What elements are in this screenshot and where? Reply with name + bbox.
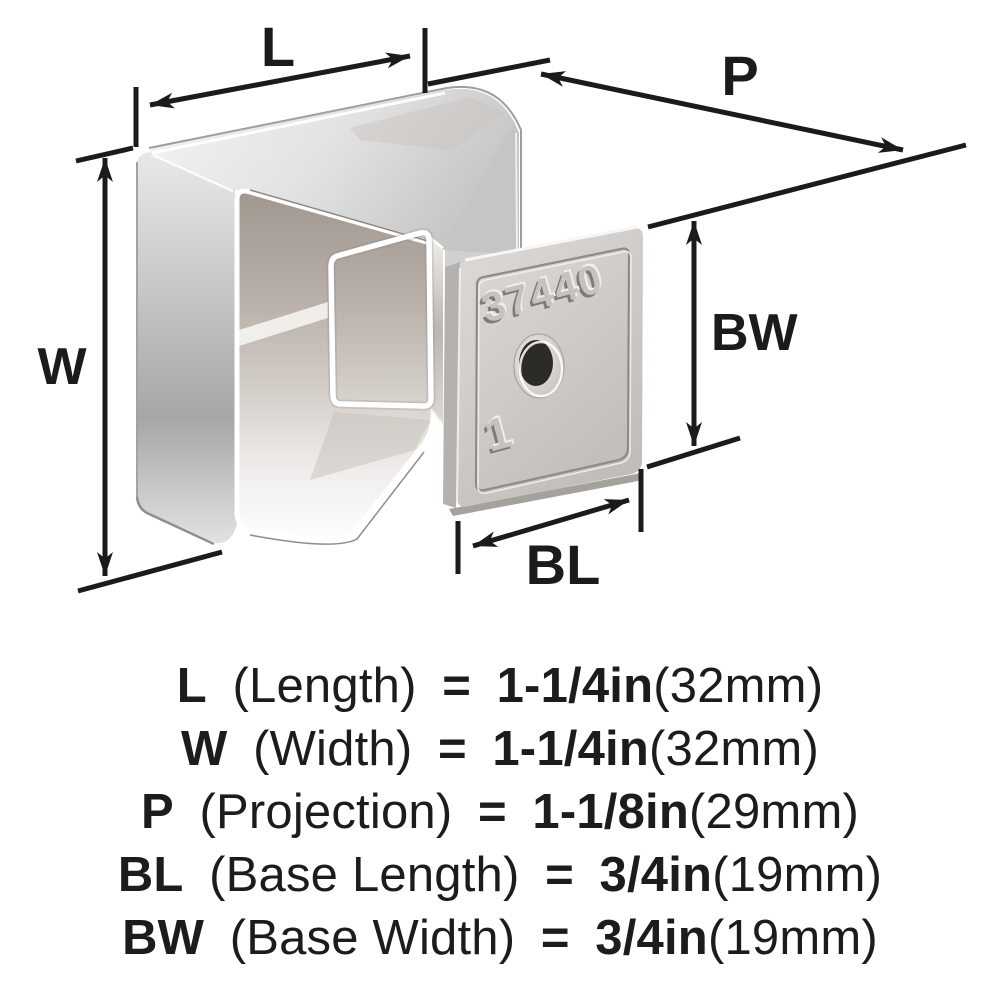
knob-top-reflection xyxy=(350,97,505,150)
spec-code: L xyxy=(176,659,207,713)
spec-equals: = xyxy=(477,785,507,839)
dimension-L xyxy=(133,28,428,147)
spec-line-width: W (Width) = 1-1/4in(32mm) xyxy=(0,718,1000,781)
stem xyxy=(326,228,444,425)
spec-name: (Base Width) xyxy=(229,911,516,965)
spec-line-projection: P (Projection) = 1-1/8in(29mm) xyxy=(0,781,1000,844)
spec-code: W xyxy=(181,722,228,776)
dimension-labels: L P W BW BL xyxy=(37,15,798,596)
spec-equals: = xyxy=(442,659,472,713)
spec-metric: (19mm) xyxy=(712,848,883,902)
spec-metric: (32mm) xyxy=(653,659,824,713)
base-plate: 37440 37440 37440 1 1 1 xyxy=(443,225,643,516)
knob-right-edge-highlight xyxy=(515,132,518,251)
spec-name: (Length) xyxy=(232,659,417,713)
dimension-BL xyxy=(455,469,644,574)
spec-code: BW xyxy=(122,911,205,965)
knob-outer-edge-dark xyxy=(148,86,522,252)
dimension-label-L: L xyxy=(261,15,295,78)
spec-imperial: 1-1/8in xyxy=(532,785,690,839)
knob-left-face xyxy=(137,152,237,544)
spec-name: (Base Length) xyxy=(209,848,520,902)
spec-name: (Projection) xyxy=(199,785,453,839)
interior-stem-shadow xyxy=(310,412,430,480)
spec-metric: (29mm) xyxy=(689,785,859,839)
opening-rim-seam-top xyxy=(249,189,429,242)
stem-bottom-edge-highlight xyxy=(430,408,444,425)
screw-hole xyxy=(513,333,565,399)
spec-line-length: L (Length) = 1-1/4in(32mm) xyxy=(0,655,1000,718)
plate-groove-highlight xyxy=(477,250,632,495)
knob-diagram-svg: 37440 37440 37440 1 1 1 xyxy=(37,15,967,596)
knob-interior-opening xyxy=(237,191,442,543)
knob-bottom-edge xyxy=(135,496,215,546)
dimension-BW xyxy=(646,221,741,470)
spec-line-base-width: BW (Base Width) = 3/4in(19mm) xyxy=(0,907,1000,970)
spec-code: BL xyxy=(117,848,184,902)
spec-equals: = xyxy=(545,848,574,902)
spec-line-base-length: BL (Base Length) = 3/4in(19mm) xyxy=(0,844,1000,907)
knob-3d-render: 37440 37440 37440 1 1 1 xyxy=(135,86,643,546)
interior-reflection-band xyxy=(239,302,328,346)
knob-right-face xyxy=(445,122,519,280)
spec-name: (Width) xyxy=(253,722,413,776)
plate-left-bevel-highlight xyxy=(456,267,461,504)
plate-side-face xyxy=(443,262,460,508)
screw-hole-bore xyxy=(519,340,553,386)
dimension-W xyxy=(75,145,223,594)
plate-top-bevel-highlight xyxy=(464,225,639,262)
spec-code: P xyxy=(140,785,174,839)
dimension-label-BL: BL xyxy=(526,533,601,596)
dimension-label-BW: BW xyxy=(711,304,799,362)
stem-ring-highlight xyxy=(328,229,434,409)
dimension-callouts xyxy=(75,28,967,594)
spec-equals: = xyxy=(437,722,467,776)
plate-groove xyxy=(474,247,631,492)
spec-imperial: 1-1/4in xyxy=(496,659,654,713)
dimension-label-W: W xyxy=(37,338,87,396)
spec-imperial: 3/4in xyxy=(595,911,708,965)
screw-hole-rim-highlight xyxy=(518,340,564,398)
spec-equals: = xyxy=(540,911,570,965)
spec-imperial: 3/4in xyxy=(599,848,713,902)
opening-rim-seam-bottom xyxy=(249,451,425,545)
dimension-label-P: P xyxy=(721,44,758,107)
dimension-P xyxy=(427,57,967,230)
knob-corner-crease-highlight xyxy=(152,153,234,193)
opening-rim-highlight xyxy=(234,188,444,546)
spec-metric: (32mm) xyxy=(648,722,819,776)
spec-list: L (Length) = 1-1/4in(32mm) W (Width) = 1… xyxy=(0,655,1000,970)
spec-imperial: 1-1/4in xyxy=(492,722,649,776)
spec-metric: (19mm) xyxy=(707,911,878,965)
